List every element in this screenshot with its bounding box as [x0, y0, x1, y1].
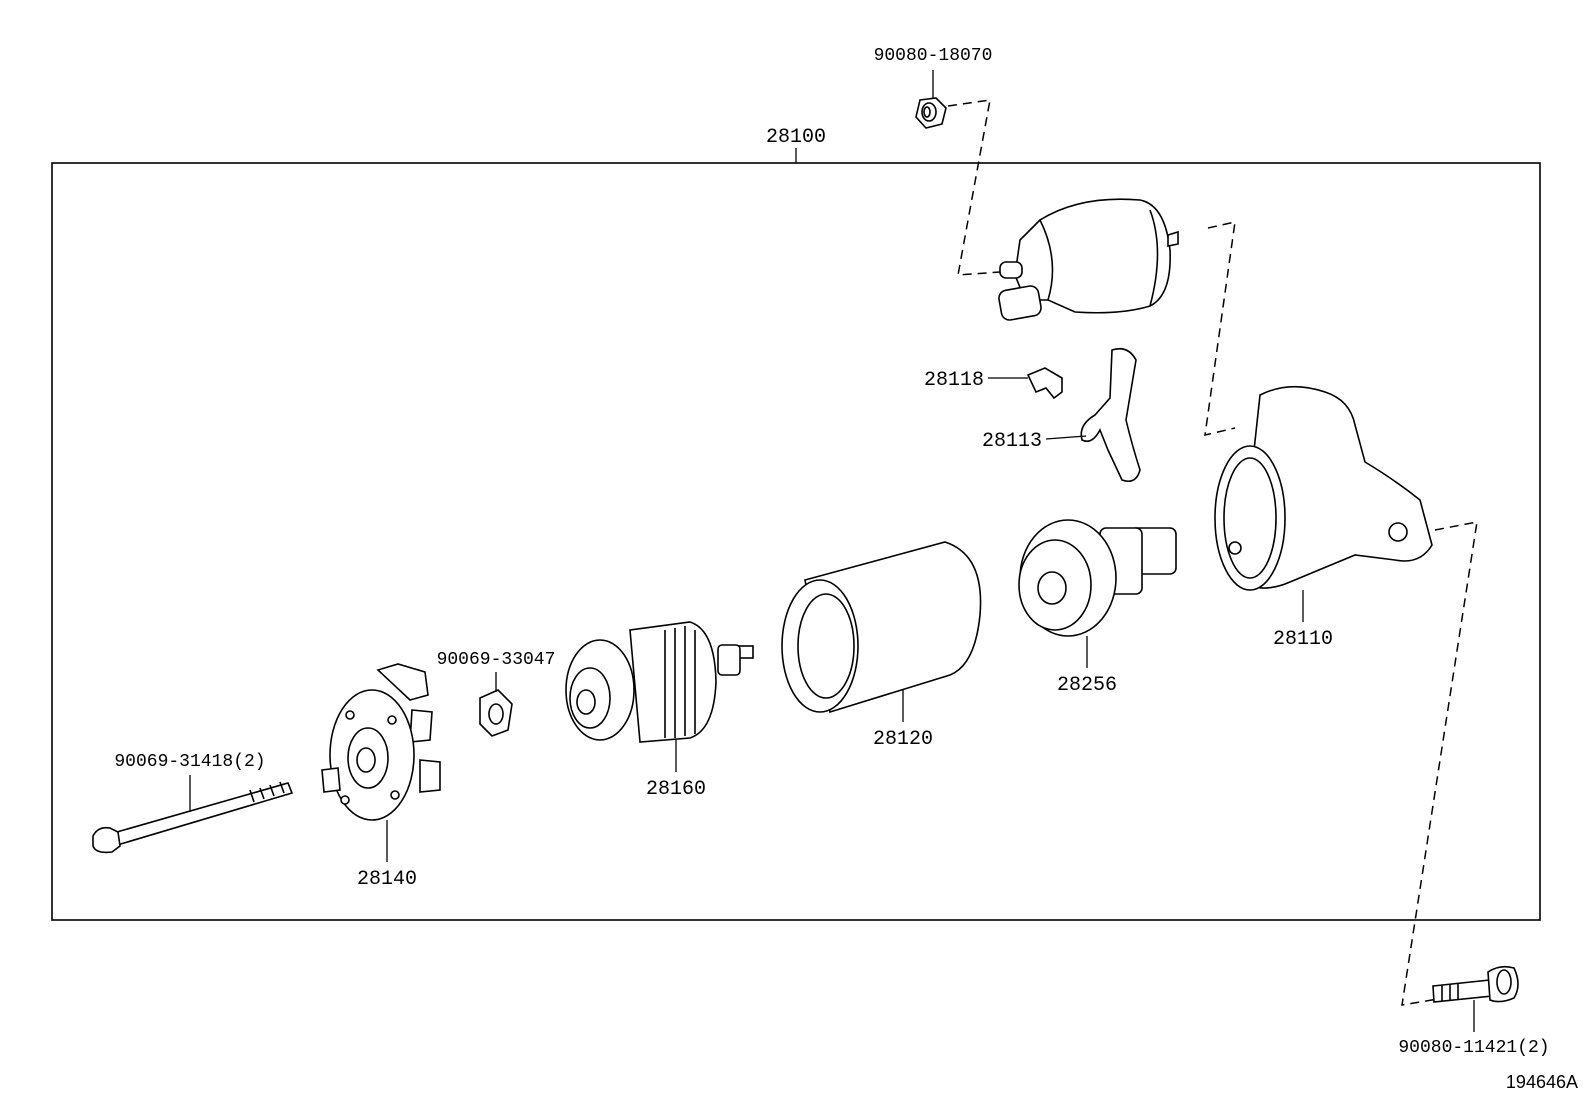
assembly-label: 28100: [766, 126, 826, 149]
label-small-nut: 90069-33047: [437, 650, 556, 670]
end-frame-icon: [321, 663, 441, 821]
top-nut-icon: [915, 97, 947, 129]
label-yoke: 28120: [873, 728, 933, 751]
label-through-bolt: 90069-31418(2): [114, 752, 265, 772]
label-end-frame: 28140: [357, 868, 417, 891]
small-nut-icon: [479, 689, 513, 737]
label-armature: 28160: [646, 778, 706, 801]
yoke-icon: [781, 541, 982, 714]
lever-icon: [1080, 347, 1141, 483]
bracket-icon: [1026, 367, 1063, 400]
label-nut-top: 90080-18070: [874, 46, 993, 66]
housing-icon: [1214, 385, 1433, 591]
label-housing: 28110: [1273, 628, 1333, 651]
label-mount-bolt: 90080-11421(2): [1398, 1038, 1549, 1058]
clutch-icon: [1018, 519, 1177, 637]
label-clutch: 28256: [1057, 674, 1117, 697]
figure-id: 194646A: [1506, 1072, 1578, 1092]
solenoid-icon: [998, 198, 1179, 321]
label-bracket: 28118: [924, 369, 984, 392]
label-lever: 28113: [982, 430, 1042, 453]
mount-bolt-icon: [1432, 965, 1519, 1003]
armature-icon: [565, 621, 754, 743]
through-bolt-icon: [92, 781, 294, 854]
